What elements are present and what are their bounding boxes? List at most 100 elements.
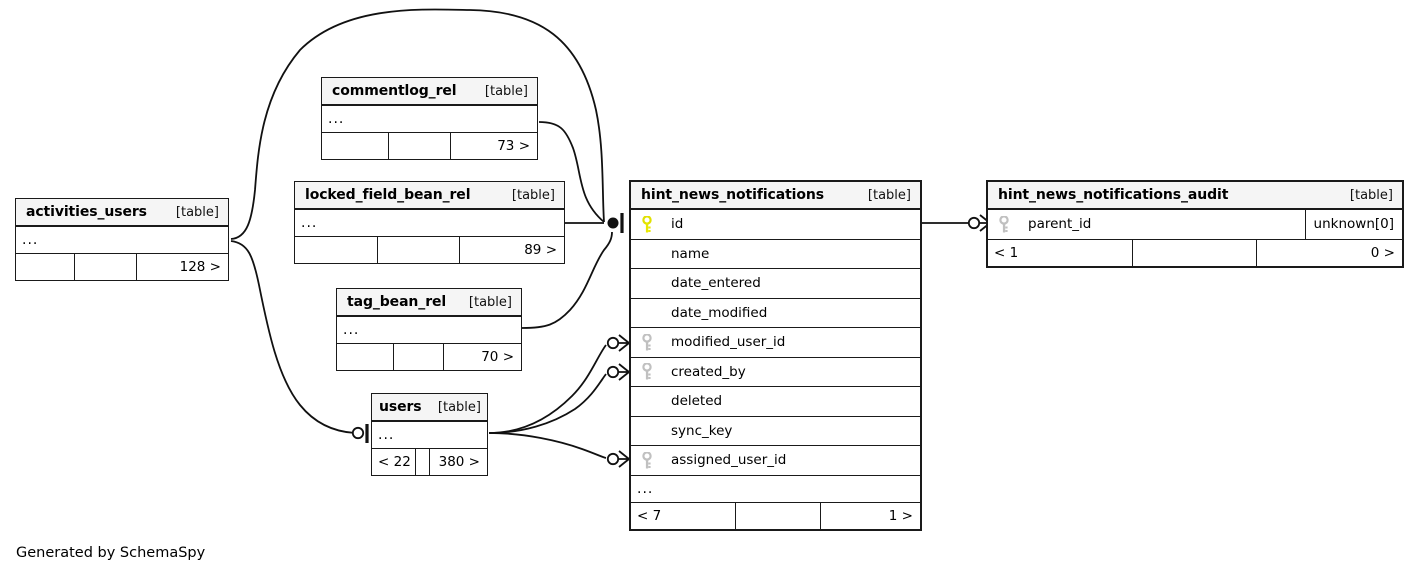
foreign-key-icon bbox=[988, 215, 1020, 233]
column-name: sync_key bbox=[671, 422, 733, 439]
footer-incoming-count bbox=[295, 237, 377, 263]
table-type-tag: [table] bbox=[511, 187, 555, 203]
table-title: locked_field_bean_rel bbox=[305, 187, 471, 203]
column-type: unknown[0] bbox=[1304, 210, 1402, 239]
footer-incoming-count: < 1 bbox=[994, 244, 1019, 261]
column-name: parent_id bbox=[1028, 216, 1092, 233]
marker-one-dot-users bbox=[351, 426, 365, 440]
footer-middle bbox=[393, 344, 443, 370]
table-footer-tag-bean-rel: 70 > bbox=[337, 344, 521, 370]
marker-zero-dot-assigned-user-id bbox=[606, 452, 620, 466]
footer-outgoing-count: 0 > bbox=[1256, 239, 1402, 266]
column-row-name[interactable]: name bbox=[631, 240, 920, 269]
table-header-locked-field-bean-rel: locked_field_bean_rel [table] bbox=[295, 182, 564, 210]
marker-zero-dot-created-by bbox=[606, 365, 620, 379]
table-type-tag: [table] bbox=[437, 399, 481, 415]
edge-users-to-created-by bbox=[488, 373, 607, 434]
table-type-tag: [table] bbox=[1349, 187, 1393, 203]
table-header-tag-bean-rel: tag_bean_rel [table] bbox=[337, 289, 521, 317]
columns-collapsed-indicator: ... bbox=[16, 227, 228, 254]
table-tag-bean-rel[interactable]: tag_bean_rel [table] ... 70 > bbox=[336, 288, 522, 371]
column-name: created_by bbox=[671, 363, 746, 380]
footer-incoming-count: < 7 bbox=[637, 507, 662, 524]
table-type-tag: [table] bbox=[175, 204, 219, 220]
table-header-activities-users: activities_users [table] bbox=[16, 199, 228, 227]
edge-users-to-assigned-user-id bbox=[488, 432, 607, 459]
table-footer-hint-news-notifications: < 7 1 > bbox=[631, 502, 920, 529]
column-name: deleted bbox=[671, 393, 723, 410]
column-row-date-modified[interactable]: date_modified bbox=[631, 299, 920, 328]
table-hint-news-notifications[interactable]: hint_news_notifications [table] id name … bbox=[629, 180, 922, 531]
crowfoot-modified-user-id bbox=[618, 334, 630, 352]
table-header-hint-news-notifications-audit: hint_news_notifications_audit [table] bbox=[988, 182, 1402, 210]
column-row-date-entered[interactable]: date_entered bbox=[631, 269, 920, 299]
table-header-commentlog-rel: commentlog_rel [table] bbox=[322, 78, 537, 106]
column-name: date_modified bbox=[671, 304, 768, 321]
footer-incoming-count bbox=[16, 254, 74, 280]
footer-middle bbox=[735, 502, 820, 529]
table-title: activities_users bbox=[26, 204, 147, 220]
table-commentlog-rel[interactable]: commentlog_rel [table] ... 73 > bbox=[321, 77, 538, 160]
footer-incoming-count: < 22 bbox=[378, 454, 411, 470]
table-header-users: users [table] bbox=[372, 394, 487, 422]
generated-by-credit: Generated by SchemaSpy bbox=[16, 545, 206, 561]
columns-collapsed-indicator: ... bbox=[337, 317, 521, 344]
footer-middle bbox=[1132, 239, 1256, 266]
footer-outgoing-count: 380 > bbox=[429, 449, 487, 475]
column-row-id[interactable]: id bbox=[631, 210, 920, 240]
footer-middle bbox=[415, 449, 429, 475]
foreign-key-icon bbox=[631, 363, 663, 380]
foreign-key-icon bbox=[631, 333, 663, 351]
footer-outgoing-count: 70 > bbox=[443, 344, 521, 370]
columns-collapsed-indicator: ... bbox=[372, 422, 487, 449]
columns-collapsed-indicator: ... bbox=[295, 210, 564, 237]
footer-middle bbox=[377, 237, 459, 263]
table-title: users bbox=[379, 399, 422, 415]
table-hint-news-notifications-audit[interactable]: hint_news_notifications_audit [table] pa… bbox=[986, 180, 1404, 268]
footer-outgoing-count: 128 > bbox=[136, 254, 228, 280]
crowfoot-created-by bbox=[618, 363, 630, 381]
table-footer-locked-field-bean-rel: 89 > bbox=[295, 237, 564, 263]
marker-zero-dot-modified-user-id bbox=[606, 336, 620, 350]
table-footer-activities-users: 128 > bbox=[16, 254, 228, 280]
footer-middle bbox=[388, 133, 450, 159]
crowfoot-assigned-user-id bbox=[618, 450, 630, 468]
column-name: id bbox=[671, 216, 684, 233]
footer-outgoing-count: 89 > bbox=[459, 237, 564, 263]
table-locked-field-bean-rel[interactable]: locked_field_bean_rel [table] ... 89 > bbox=[294, 181, 565, 264]
marker-one-dot-id bbox=[607, 217, 619, 229]
columns-collapsed-indicator: ... bbox=[631, 476, 920, 503]
footer-outgoing-count: 1 > bbox=[820, 502, 920, 529]
column-name: name bbox=[671, 245, 710, 262]
table-title: commentlog_rel bbox=[332, 83, 457, 99]
table-users[interactable]: users [table] ... < 22 380 > bbox=[371, 393, 488, 476]
table-footer-hint-news-notifications-audit: < 1 0 > bbox=[988, 239, 1402, 266]
column-row-created-by[interactable]: created_by bbox=[631, 358, 920, 387]
table-title: hint_news_notifications_audit bbox=[998, 187, 1229, 203]
table-type-tag: [table] bbox=[867, 187, 911, 203]
table-title: hint_news_notifications bbox=[641, 187, 824, 203]
footer-incoming-count bbox=[322, 133, 388, 159]
footer-outgoing-count: 73 > bbox=[450, 133, 537, 159]
column-name: assigned_user_id bbox=[671, 452, 787, 469]
column-row-assigned-user-id[interactable]: assigned_user_id bbox=[631, 446, 920, 476]
table-footer-commentlog-rel: 73 > bbox=[322, 133, 537, 159]
column-row-deleted[interactable]: deleted bbox=[631, 387, 920, 417]
table-header-hint-news-notifications: hint_news_notifications [table] bbox=[631, 182, 920, 210]
table-type-tag: [table] bbox=[484, 83, 528, 99]
footer-incoming-count bbox=[337, 344, 393, 370]
foreign-key-icon bbox=[631, 451, 663, 469]
footer-middle bbox=[74, 254, 136, 280]
marker-zero-dot-audit-parent-id bbox=[967, 216, 981, 230]
primary-key-icon bbox=[631, 215, 663, 233]
table-title: tag_bean_rel bbox=[347, 294, 447, 310]
column-row-modified-user-id[interactable]: modified_user_id bbox=[631, 328, 920, 358]
column-row-sync-key[interactable]: sync_key bbox=[631, 417, 920, 446]
table-activities-users[interactable]: activities_users [table] ... 128 > bbox=[15, 198, 229, 281]
column-row-parent-id[interactable]: parent_id unknown[0] bbox=[988, 210, 1402, 240]
column-name: date_entered bbox=[671, 275, 761, 292]
columns-collapsed-indicator: ... bbox=[322, 106, 537, 133]
table-type-tag: [table] bbox=[468, 294, 512, 310]
column-name: modified_user_id bbox=[671, 334, 786, 351]
